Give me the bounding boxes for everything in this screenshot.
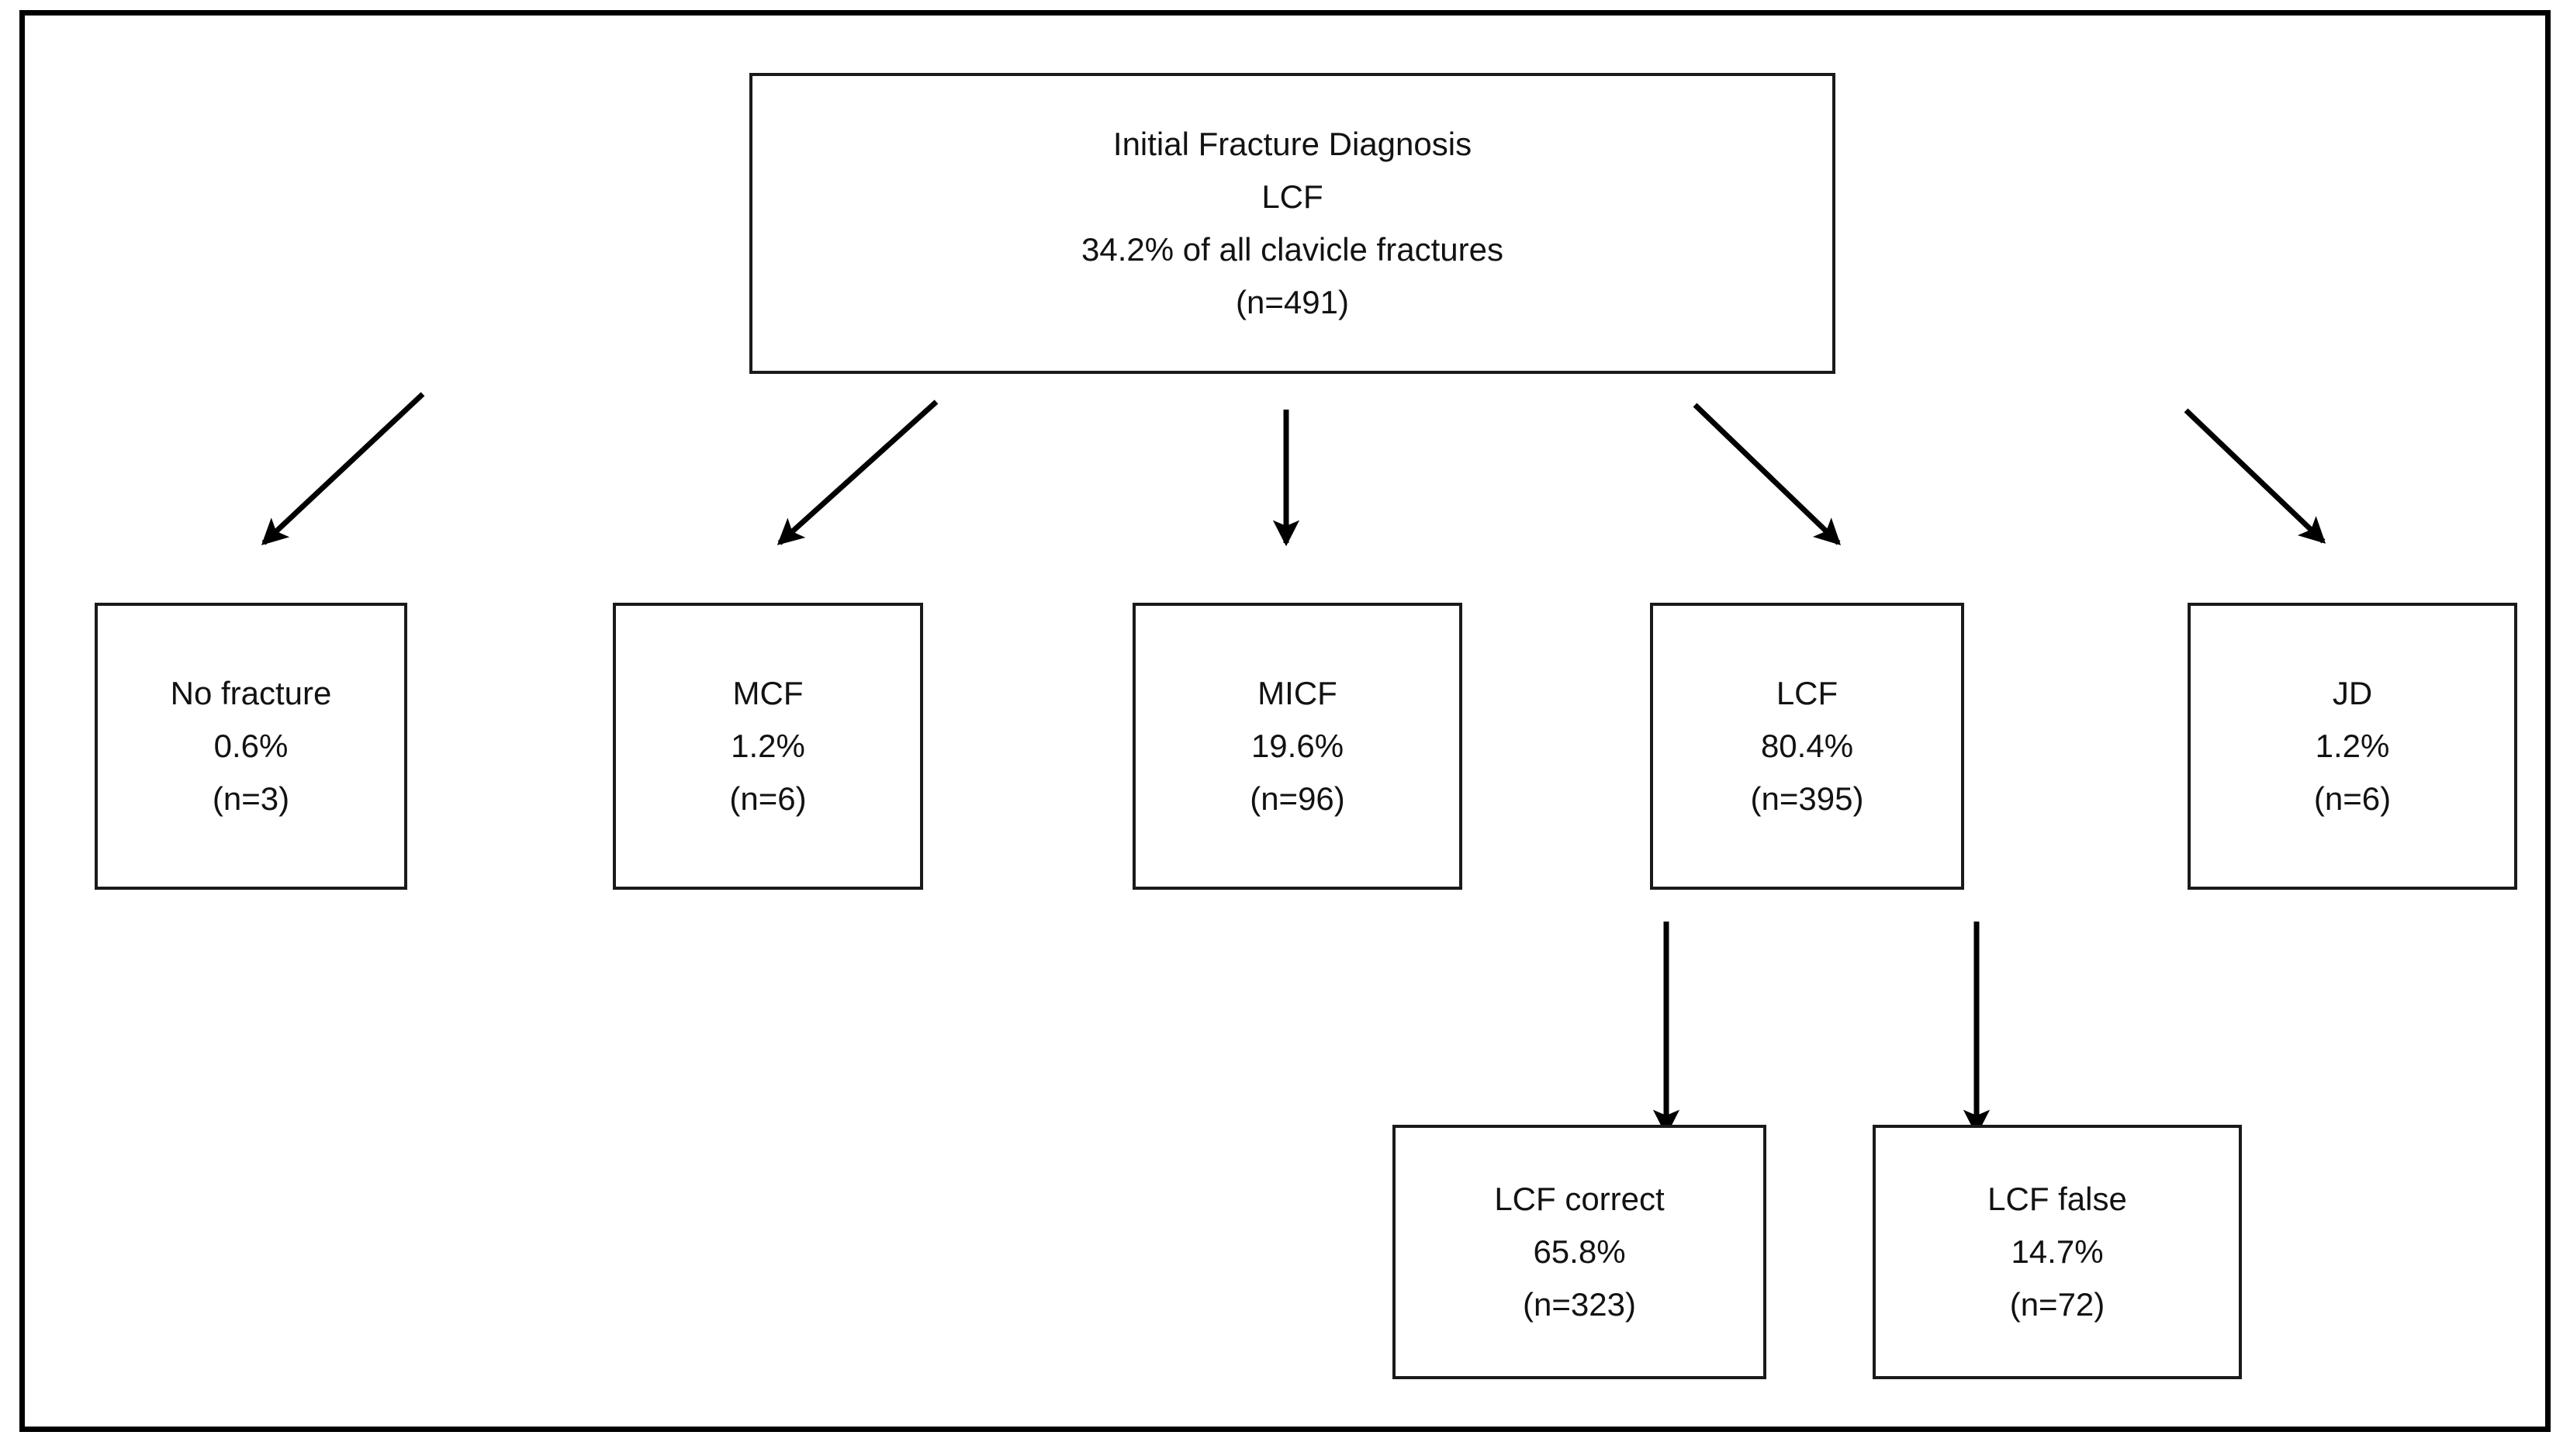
node-jd[interactable]: JD 1.2% (n=6) [2188, 603, 2517, 890]
node-root-line-2: LCF [1261, 178, 1323, 215]
node-mcf-count: (n=6) [729, 780, 807, 818]
node-root-line-3: 34.2% of all clavicle fractures [1081, 231, 1503, 268]
node-lcf[interactable]: LCF 80.4% (n=395) [1650, 603, 1964, 890]
node-lcf-correct-label: LCF correct [1494, 1180, 1665, 1217]
node-no-fracture-label: No fracture [170, 674, 332, 711]
node-lcf-false-percent: 14.7% [2011, 1233, 2104, 1270]
node-no-fracture[interactable]: No fracture 0.6% (n=3) [95, 603, 407, 890]
node-lcf-false-count: (n=72) [2009, 1286, 2105, 1323]
node-micf-percent: 19.6% [1250, 727, 1344, 764]
node-micf[interactable]: MICF 19.6% (n=96) [1133, 603, 1462, 890]
node-initial-fracture-diagnosis[interactable]: Initial Fracture Diagnosis LCF 34.2% of … [749, 73, 1835, 374]
node-lcf-correct-percent: 65.8% [1533, 1233, 1626, 1270]
node-jd-count: (n=6) [2313, 780, 2392, 818]
node-mcf-label: MCF [732, 674, 804, 711]
node-no-fracture-percent: 0.6% [213, 727, 289, 764]
node-mcf[interactable]: MCF 1.2% (n=6) [613, 603, 923, 890]
node-root-line-1: Initial Fracture Diagnosis [1112, 125, 1472, 162]
node-micf-label: MICF [1257, 674, 1337, 711]
node-lcf-label: LCF [1776, 674, 1838, 711]
node-lcf-correct[interactable]: LCF correct 65.8% (n=323) [1392, 1125, 1766, 1379]
node-jd-label: JD [2332, 674, 2373, 711]
node-root-line-4: (n=491) [1236, 284, 1349, 321]
node-mcf-percent: 1.2% [731, 727, 805, 764]
node-micf-count: (n=96) [1250, 780, 1345, 818]
node-no-fracture-count: (n=3) [212, 780, 290, 818]
node-jd-percent: 1.2% [2315, 727, 2390, 764]
node-lcf-false[interactable]: LCF false 14.7% (n=72) [1873, 1125, 2242, 1379]
node-lcf-count: (n=395) [1750, 780, 1864, 818]
node-lcf-correct-count: (n=323) [1523, 1286, 1636, 1323]
node-lcf-percent: 80.4% [1760, 727, 1854, 764]
node-lcf-false-label: LCF false [1987, 1180, 2127, 1217]
